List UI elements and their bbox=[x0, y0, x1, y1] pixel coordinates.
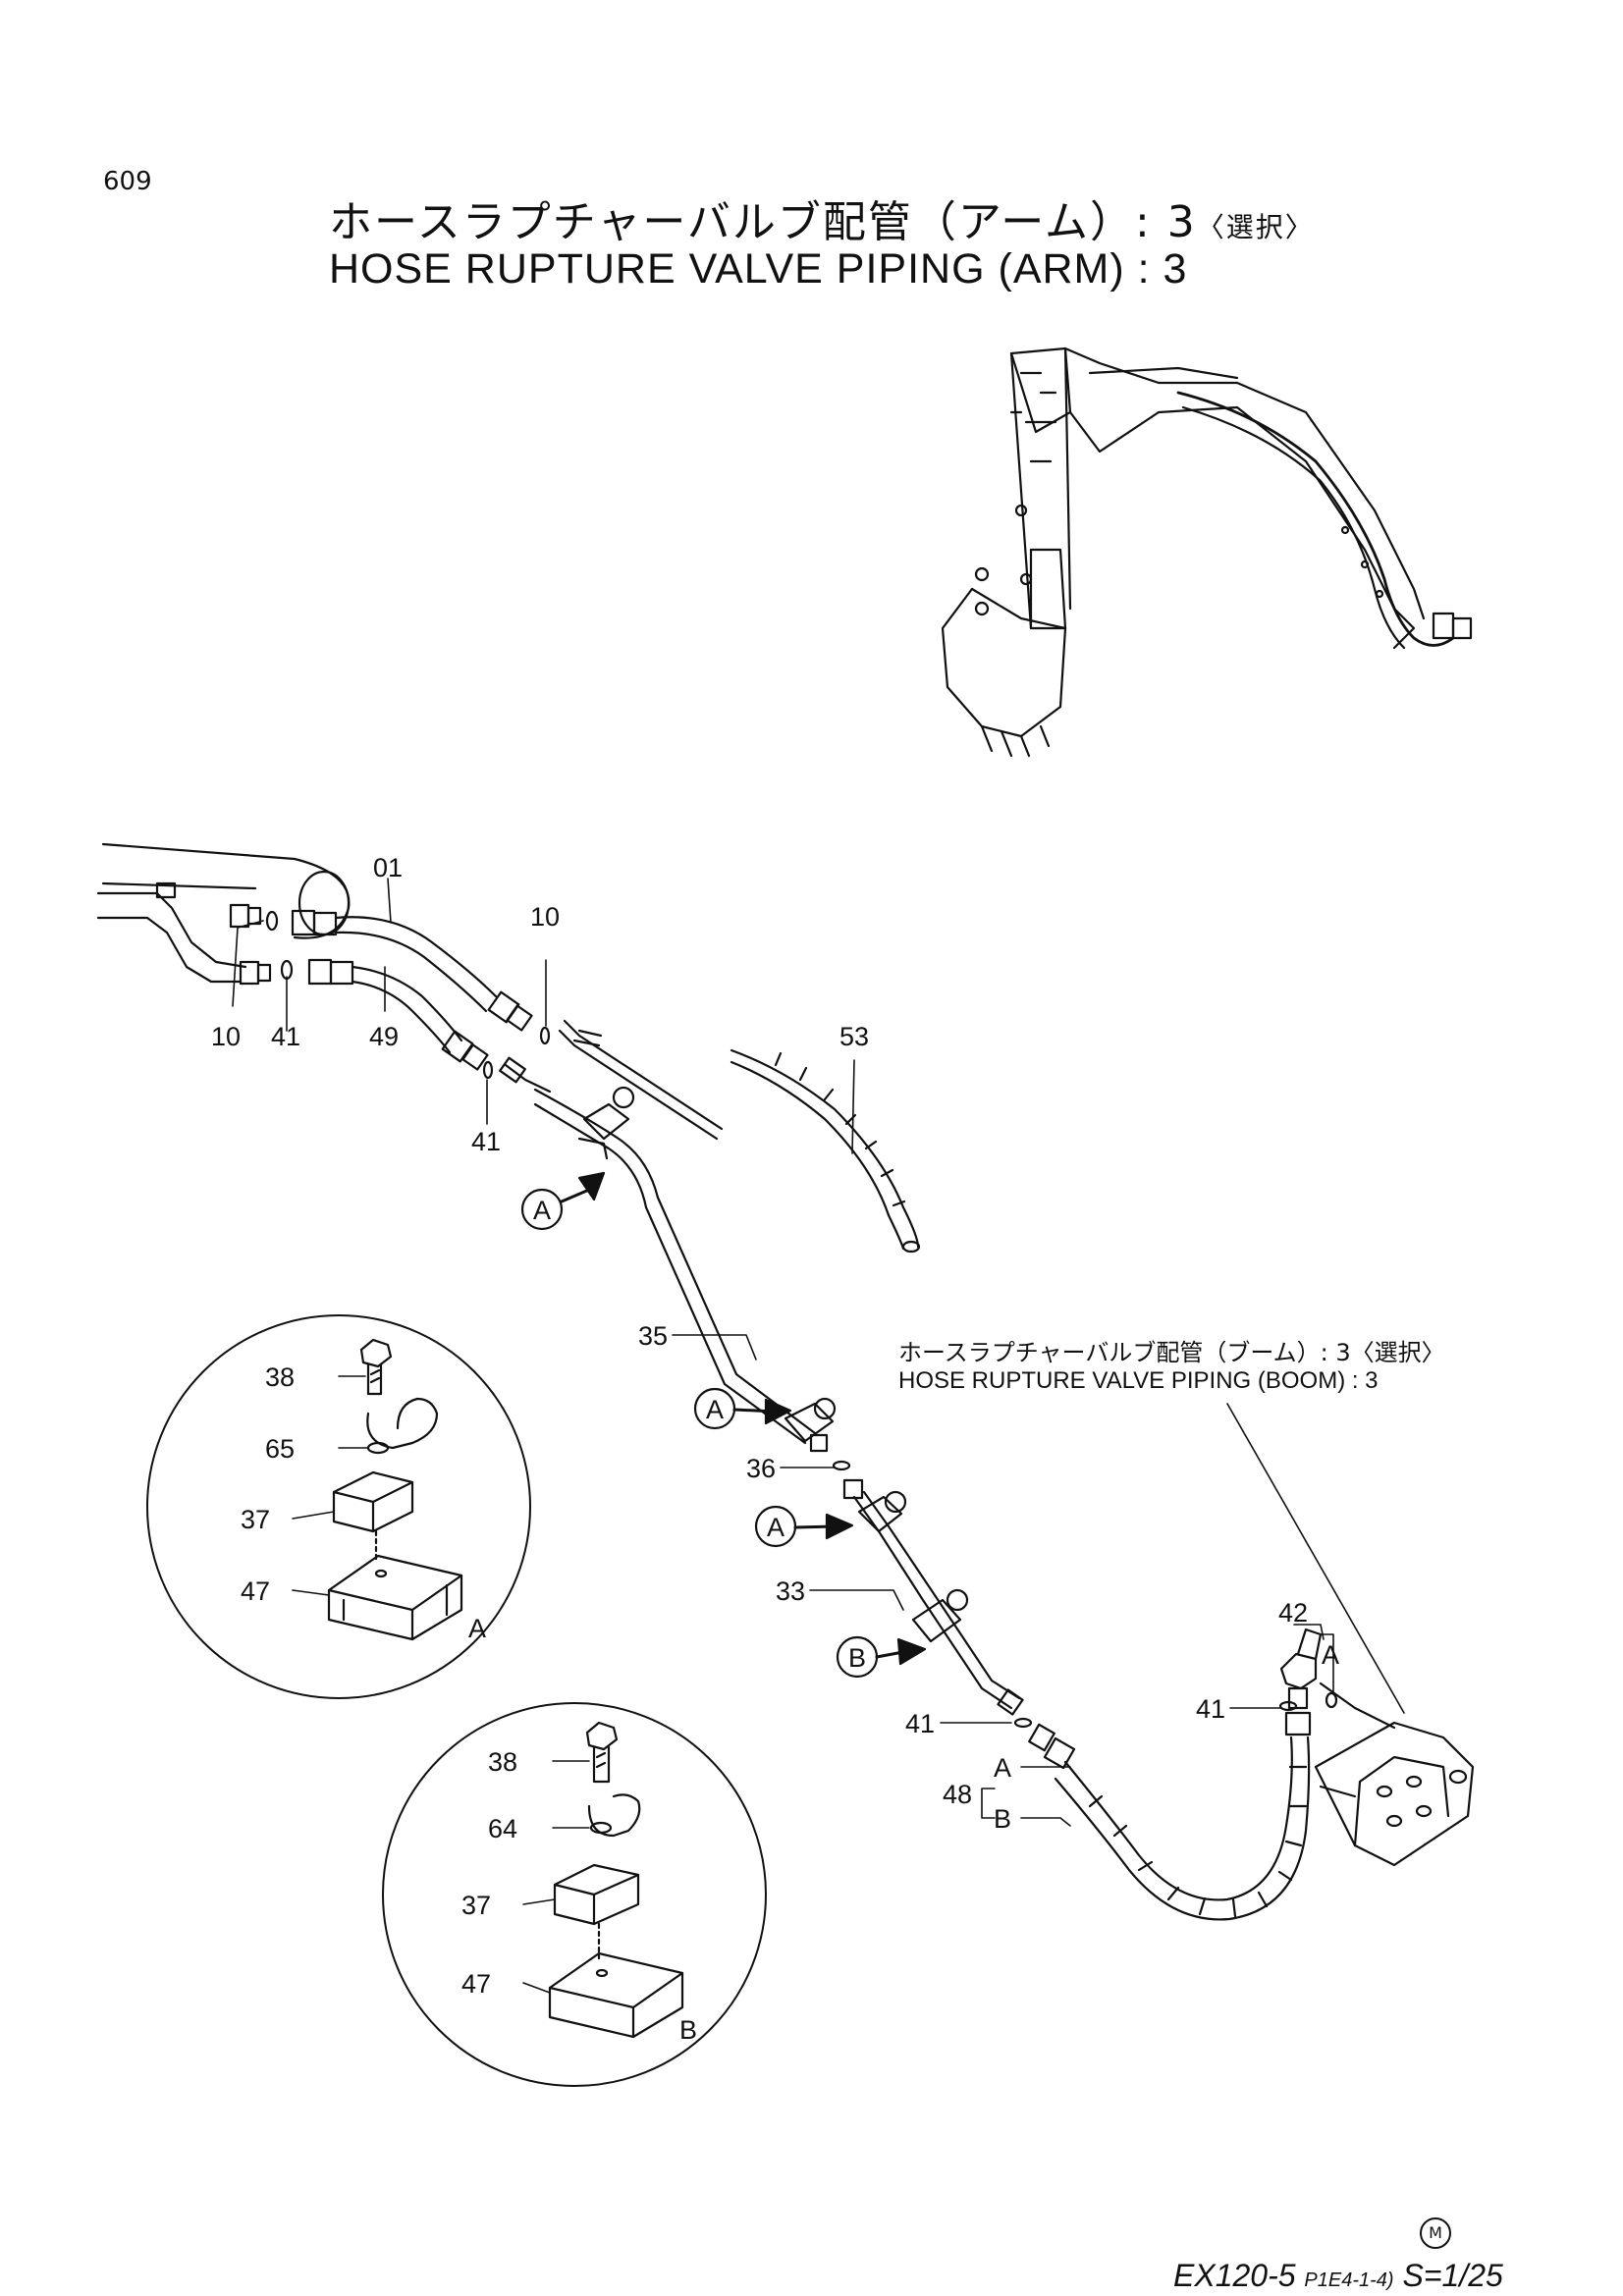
callout-42-a: A bbox=[1322, 1640, 1339, 1670]
detail-label-b: B bbox=[679, 2015, 697, 2045]
bracket-42 bbox=[1320, 1633, 1334, 1694]
detail-a-callout-47: 47 bbox=[241, 1576, 270, 1606]
footer-model-code: EX120-5 P1E4-1-4) S=1/25 bbox=[1173, 2258, 1503, 2294]
view-marker-a-3: A bbox=[767, 1513, 784, 1542]
view-arrows bbox=[520, 1171, 927, 1679]
hose-01-and-49 bbox=[291, 909, 724, 1141]
reference-title-en: HOSE RUPTURE VALVE PIPING (BOOM) : 3 bbox=[898, 1367, 1379, 1394]
bracket-48-leaders bbox=[1020, 1766, 1071, 1827]
callout-41-middle: 41 bbox=[471, 1127, 501, 1156]
title-english: HOSE RUPTURE VALVE PIPING (ARM) : 3 bbox=[329, 245, 1188, 293]
pipe-33 bbox=[832, 1460, 1033, 1729]
detail-a-callout-65: 65 bbox=[265, 1434, 295, 1464]
callout-36: 36 bbox=[746, 1454, 776, 1483]
footer-code: P1E4-1-4) bbox=[1304, 2269, 1394, 2291]
footer-scale: S=1/25 bbox=[1402, 2258, 1503, 2293]
callout-48: 48 bbox=[943, 1780, 972, 1809]
reference-jp-text: ホースラプチャーバルブ配管（ブーム）: 3 bbox=[898, 1339, 1351, 1366]
reference-title-jp: ホースラプチャーバルブ配管（ブーム）: 3〈選択〉 bbox=[898, 1333, 1445, 1367]
callout-35: 35 bbox=[638, 1321, 668, 1351]
detail-a-callout-38: 38 bbox=[265, 1362, 295, 1392]
maker-mark: M bbox=[1420, 2217, 1451, 2249]
view-marker-a-2: A bbox=[706, 1395, 724, 1424]
bracket-48 bbox=[981, 1788, 996, 1819]
title-japanese: ホースラプチャーバルブ配管（アーム）: 3〈選択〉 bbox=[329, 187, 1315, 249]
callout-10-upper: 10 bbox=[530, 902, 560, 932]
callout-01: 01 bbox=[373, 853, 403, 882]
callout-48-b: B bbox=[994, 1804, 1011, 1834]
reference-jp-option: 〈選択〉 bbox=[1350, 1339, 1445, 1366]
reference-leader-line bbox=[1226, 1403, 1405, 1714]
callout-41-lower: 41 bbox=[271, 1022, 300, 1051]
title-jp-option: 〈選択〉 bbox=[1196, 211, 1315, 243]
excavator-overview-illustration bbox=[941, 347, 1473, 758]
callout-33: 33 bbox=[776, 1576, 805, 1606]
page-number: 609 bbox=[103, 167, 152, 196]
detail-b-callout-64: 64 bbox=[488, 1814, 517, 1843]
elbow-fitting-42-and-bracket bbox=[1278, 1628, 1475, 1867]
footer-model: EX120-5 bbox=[1173, 2258, 1296, 2293]
detail-view-b bbox=[382, 1702, 767, 2087]
callout-49: 49 bbox=[369, 1022, 399, 1051]
hose-48 bbox=[1028, 1686, 1312, 1921]
callout-53: 53 bbox=[839, 1022, 869, 1051]
callout-48-a: A bbox=[994, 1753, 1011, 1783]
pipe-35 bbox=[533, 1086, 837, 1453]
detail-b-callout-37: 37 bbox=[461, 1891, 491, 1920]
view-marker-b-1: B bbox=[848, 1643, 866, 1673]
detail-label-a: A bbox=[468, 1614, 486, 1643]
leader-lines bbox=[232, 878, 1325, 1994]
arm-cylinder-illustration bbox=[96, 842, 351, 986]
detail-b-callout-38: 38 bbox=[488, 1747, 517, 1777]
detail-b-callout-47: 47 bbox=[461, 1969, 491, 1999]
callout-labels: 01 10 10 41 49 41 53 35 36 33 41 48 42 4… bbox=[211, 853, 1339, 2045]
hose-53-guard bbox=[730, 1048, 921, 1254]
callout-41-elbow: 41 bbox=[1196, 1694, 1225, 1724]
view-marker-a-1: A bbox=[533, 1196, 551, 1225]
detail-view-a bbox=[146, 1314, 531, 1699]
callout-42: 42 bbox=[1278, 1598, 1308, 1628]
callout-41-pipe: 41 bbox=[905, 1709, 935, 1738]
callout-10-lower: 10 bbox=[211, 1022, 241, 1051]
title-jp-text: ホースラプチャーバルブ配管（アーム）: 3 bbox=[329, 197, 1197, 247]
detail-a-callout-37: 37 bbox=[241, 1505, 270, 1534]
